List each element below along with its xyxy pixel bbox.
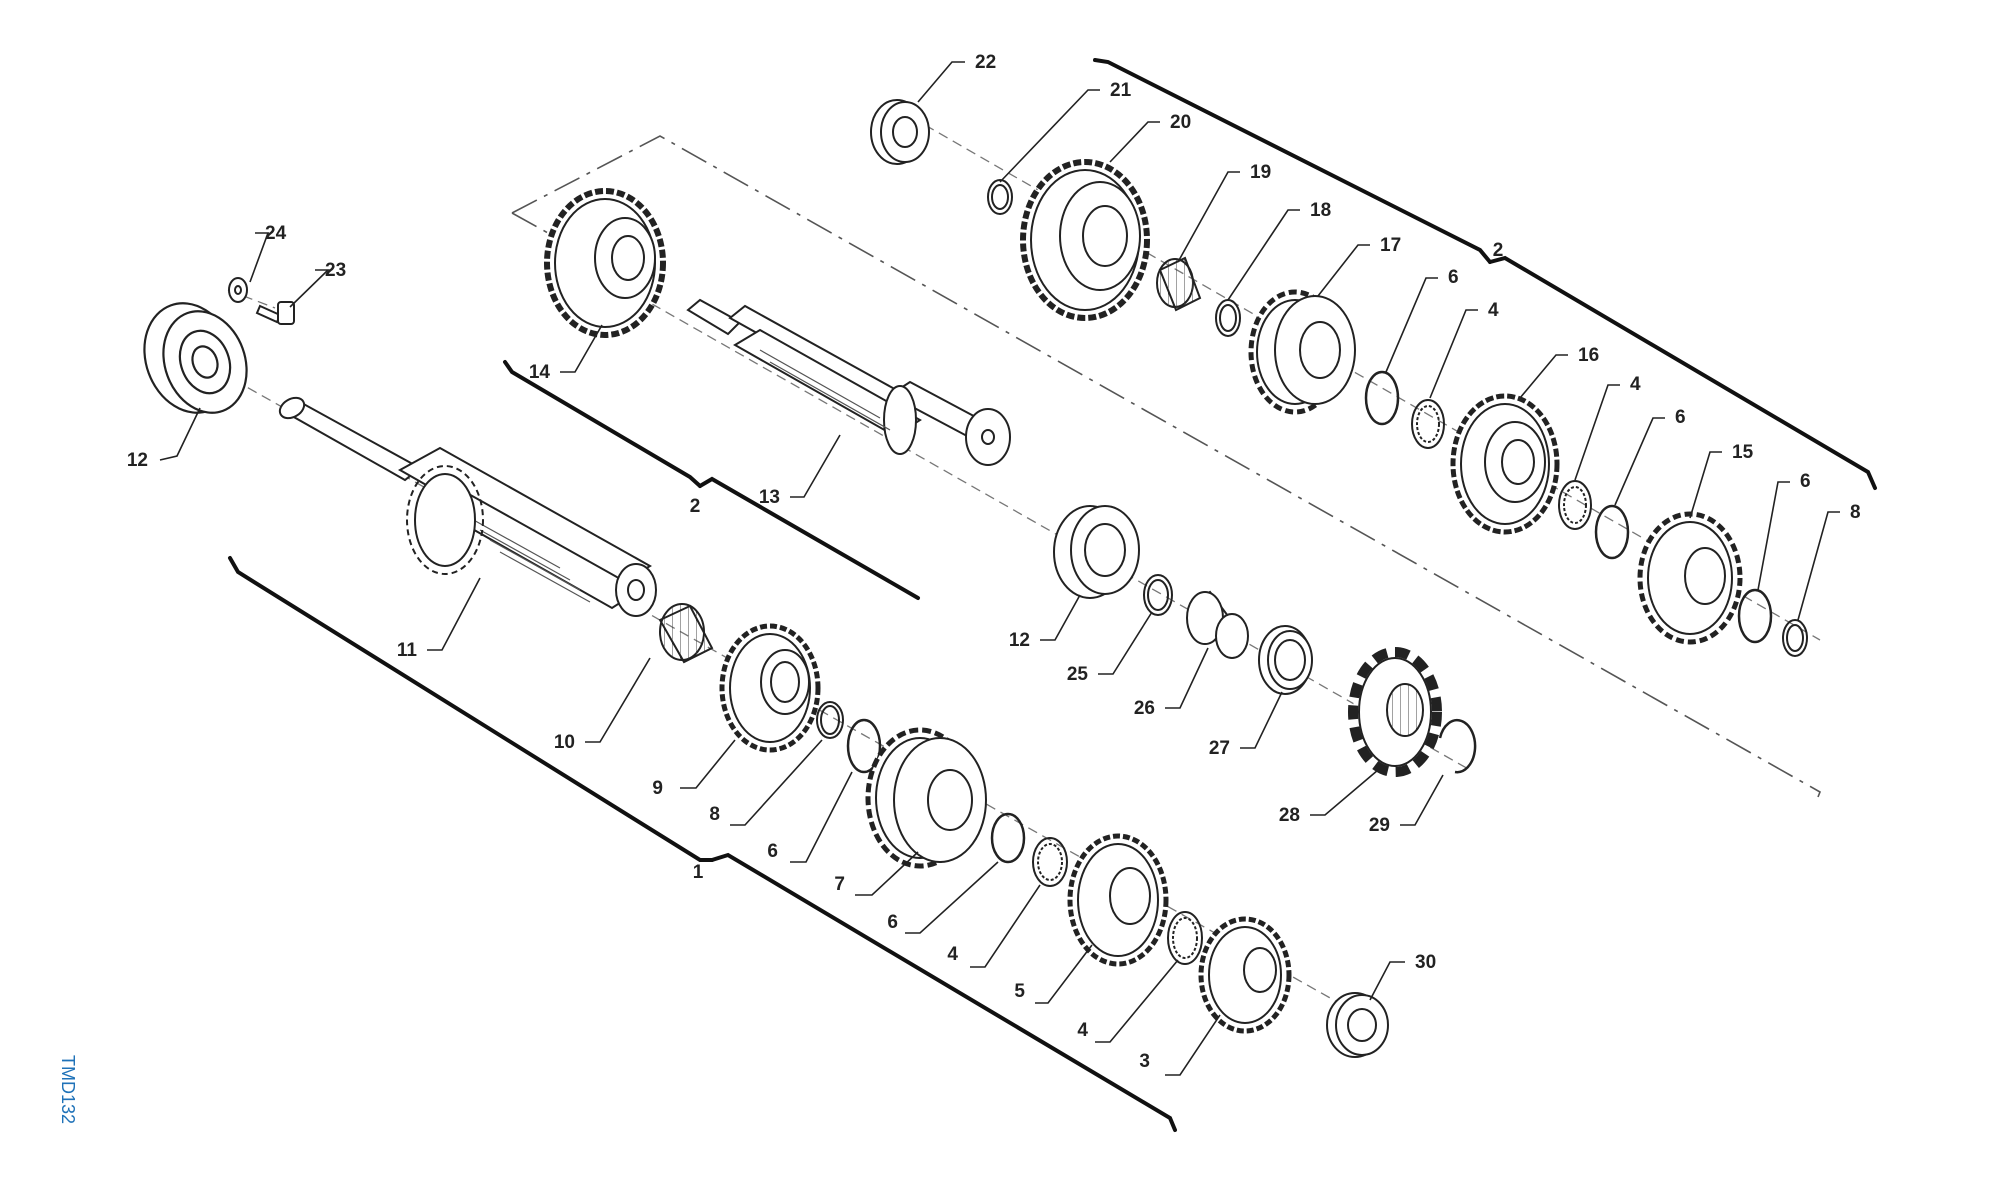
washer-8-lower — [816, 701, 844, 739]
callout-labels: 1 2 2 3 4 4 4 4 5 6 6 6 6 6 7 8 8 9 10 1… — [127, 52, 1861, 1072]
callout-2-upper: 2 — [1493, 240, 1504, 261]
callout-6-b: 6 — [887, 912, 898, 933]
group-bracket-2-lower — [503, 360, 920, 600]
gear-17 — [1248, 289, 1356, 415]
callout-22: 22 — [975, 52, 996, 73]
circlip-6-lower-b — [990, 812, 1026, 864]
bearing-12-middle — [1053, 505, 1140, 599]
callout-1: 1 — [693, 862, 704, 883]
circlip-6-upper-c — [1737, 588, 1773, 644]
needle-cage-10 — [658, 603, 714, 664]
circlip-6-lower-a — [846, 718, 882, 774]
phantom-lines — [511, 135, 1822, 798]
callout-30: 30 — [1415, 952, 1436, 973]
callout-6-c: 6 — [1448, 267, 1459, 288]
gear-15 — [1637, 511, 1743, 645]
circlip-29 — [1438, 718, 1477, 774]
callout-9: 9 — [652, 778, 663, 799]
reference-code: TMD132 — [58, 1055, 78, 1125]
callout-27: 27 — [1209, 738, 1230, 759]
callout-26: 26 — [1134, 698, 1155, 719]
callout-14: 14 — [529, 362, 551, 383]
callout-29: 29 — [1369, 815, 1390, 836]
splined-washer-4-upper-b — [1558, 480, 1592, 530]
callout-15: 15 — [1732, 442, 1754, 463]
secondary-shaft-13 — [686, 298, 1011, 466]
gear-7 — [865, 727, 987, 869]
callout-23: 23 — [325, 260, 346, 281]
callout-12-left: 12 — [127, 450, 148, 471]
callout-20: 20 — [1170, 112, 1191, 133]
callout-7: 7 — [834, 874, 845, 895]
washer-8-upper — [1782, 619, 1808, 657]
callout-2-lower: 2 — [690, 496, 701, 517]
callout-17: 17 — [1380, 235, 1401, 256]
gear-9 — [719, 623, 821, 753]
callout-8-upper: 8 — [1850, 502, 1861, 523]
bearing-12-left — [143, 302, 248, 414]
washer-21 — [987, 179, 1013, 215]
gear-14 — [544, 188, 666, 338]
callout-10: 10 — [554, 732, 575, 753]
callout-5: 5 — [1014, 981, 1025, 1002]
circlip-6-upper-b — [1594, 504, 1630, 560]
callout-4-b: 4 — [1077, 1020, 1088, 1041]
callout-11: 11 — [397, 640, 418, 661]
callout-25: 25 — [1067, 664, 1089, 685]
callout-4-a: 4 — [947, 944, 958, 965]
callout-19: 19 — [1250, 162, 1271, 183]
callout-13: 13 — [759, 487, 780, 508]
callout-12-middle: 12 — [1009, 630, 1030, 651]
needle-cage-19 — [1156, 256, 1202, 312]
leader-lines — [159, 61, 1840, 1076]
bushing-26 — [1186, 590, 1249, 659]
axis-lines — [219, 124, 1821, 1013]
group-bracket-2-upper — [1093, 58, 1877, 490]
gear-5 — [1067, 833, 1169, 967]
group-bracket-1 — [228, 556, 1177, 1132]
screw-23 — [255, 301, 295, 325]
washer-25 — [1143, 574, 1173, 616]
callout-18: 18 — [1310, 200, 1331, 221]
callout-4-d: 4 — [1630, 374, 1641, 395]
gear-3 — [1198, 916, 1292, 1034]
splined-washer-4-lower-b — [1167, 911, 1203, 965]
sprocket-28 — [1348, 647, 1442, 777]
bearing-30 — [1326, 992, 1389, 1058]
callout-6-e: 6 — [1800, 471, 1811, 492]
washer-18 — [1215, 299, 1241, 337]
callout-24: 24 — [265, 223, 287, 244]
seal-27 — [1258, 625, 1313, 695]
callout-28: 28 — [1279, 805, 1300, 826]
callout-8-lower: 8 — [709, 804, 720, 825]
splined-washer-4-upper-a — [1411, 399, 1445, 449]
callout-3: 3 — [1139, 1051, 1150, 1072]
callout-6-d: 6 — [1675, 407, 1686, 428]
circlip-6-upper-a — [1364, 370, 1400, 426]
gear-16 — [1450, 393, 1560, 535]
bearing-22 — [870, 99, 930, 165]
callout-4-c: 4 — [1488, 300, 1499, 321]
callout-6-a: 6 — [767, 841, 778, 862]
gear-20 — [1020, 159, 1150, 321]
splined-washer-4-lower-a — [1032, 837, 1068, 887]
washer-24 — [228, 277, 248, 303]
callout-16: 16 — [1578, 345, 1599, 366]
callout-21: 21 — [1110, 80, 1132, 101]
shaft-pinion-11 — [406, 465, 484, 575]
